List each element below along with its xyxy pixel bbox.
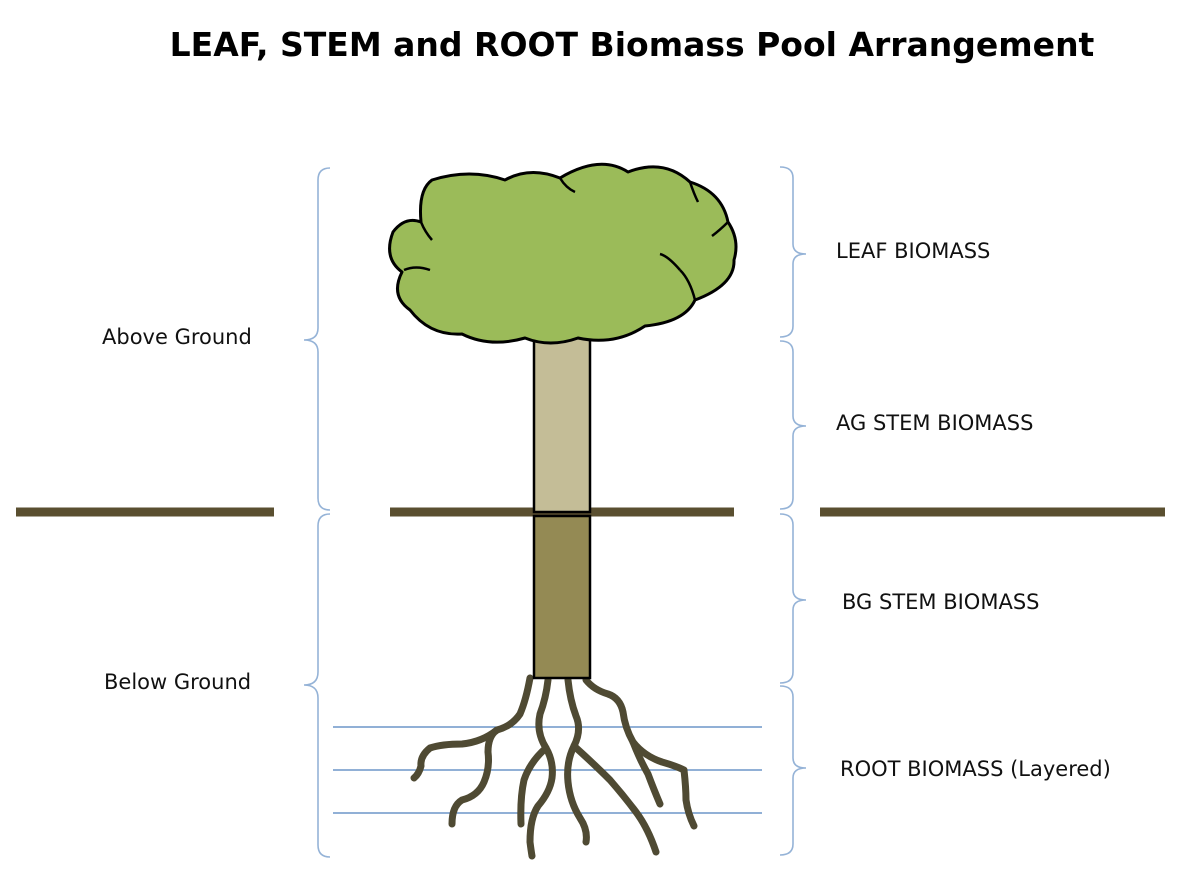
below-ground-bracket (303, 513, 331, 858)
tree-roots (410, 674, 698, 860)
root-bracket (779, 685, 807, 856)
canopy-inner-curves (403, 177, 729, 301)
tree-canopy (388, 162, 738, 345)
canopy-curve (688, 181, 700, 203)
root-strand (582, 676, 698, 830)
bg-stem-bracket (779, 513, 807, 684)
canopy-curve (659, 252, 681, 271)
root-strand (629, 738, 664, 808)
canopy-curve (711, 221, 729, 237)
below-ground-label: Below Ground (104, 670, 251, 694)
bg-stem-biomass-label: BG STEM BIOMASS (842, 590, 1039, 614)
ag-stem-biomass-label: AG STEM BIOMASS (836, 411, 1033, 435)
root-strand (517, 744, 550, 828)
canopy-curve (419, 221, 433, 241)
root-strand (448, 674, 534, 828)
canopy-curve (558, 177, 576, 194)
leaf-biomass-label: LEAF BIOMASS (836, 239, 990, 263)
soil-layer-lines (333, 726, 762, 814)
diagram-title: LEAF, STEM and ROOT Biomass Pool Arrange… (170, 25, 1095, 64)
leaf-bracket (779, 166, 807, 338)
canopy-curve (403, 266, 431, 272)
root-biomass-label: ROOT BIOMASS (Layered) (840, 757, 1111, 781)
canopy-curve (679, 269, 697, 301)
root-strand (570, 742, 660, 856)
above-ground-stem (532, 320, 592, 514)
root-strand (410, 726, 501, 782)
below-ground-stem (532, 514, 592, 680)
root-strand (564, 676, 590, 846)
root-strand (526, 676, 556, 860)
ag-stem-bracket (779, 340, 807, 510)
above-ground-label: Above Ground (102, 325, 252, 349)
above-ground-bracket (303, 167, 331, 511)
